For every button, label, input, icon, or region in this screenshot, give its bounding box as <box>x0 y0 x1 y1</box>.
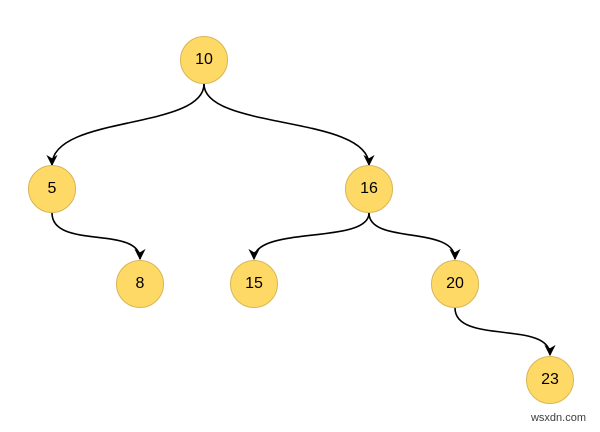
edge-5-8 <box>51 212 146 261</box>
tree-node-8: 8 <box>116 260 164 308</box>
node-label: 23 <box>541 371 559 388</box>
tree-node-5: 5 <box>28 165 76 213</box>
node-label: 10 <box>195 51 213 68</box>
node-label: 5 <box>47 180 57 197</box>
tree-node-16: 16 <box>345 165 393 213</box>
node-label: 16 <box>360 180 378 197</box>
tree-node-15: 15 <box>230 260 278 308</box>
edge-10-5 <box>46 83 205 167</box>
edge-16-20 <box>368 212 461 261</box>
tree-node-23: 23 <box>526 356 574 404</box>
edge-20-23 <box>454 307 556 357</box>
node-label: 20 <box>446 275 464 292</box>
watermark-text: wsxdn.com <box>530 412 586 424</box>
edge-16-15 <box>248 212 370 261</box>
tree-node-20: 20 <box>431 260 479 308</box>
tree-node-10: 10 <box>180 36 228 84</box>
node-label: 8 <box>135 275 145 292</box>
edge-10-16 <box>203 83 375 167</box>
node-label: 15 <box>245 275 263 292</box>
